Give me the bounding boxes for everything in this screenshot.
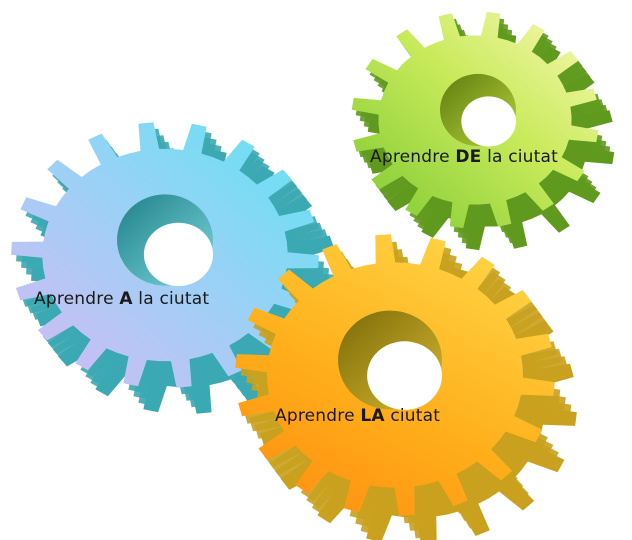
gear-label-la: Aprendre LA ciutat bbox=[275, 406, 441, 426]
gear-label-a: Aprendre A la ciutat bbox=[34, 289, 210, 309]
gear-green bbox=[351, 11, 615, 251]
gear-blue bbox=[11, 122, 339, 414]
gear-orange-hole bbox=[367, 341, 442, 410]
gear-green-hole bbox=[461, 96, 516, 147]
gear-blue-hole bbox=[143, 222, 213, 287]
gear-orange bbox=[235, 234, 577, 540]
gear-label-de: Aprendre DE la ciutat bbox=[370, 147, 559, 167]
